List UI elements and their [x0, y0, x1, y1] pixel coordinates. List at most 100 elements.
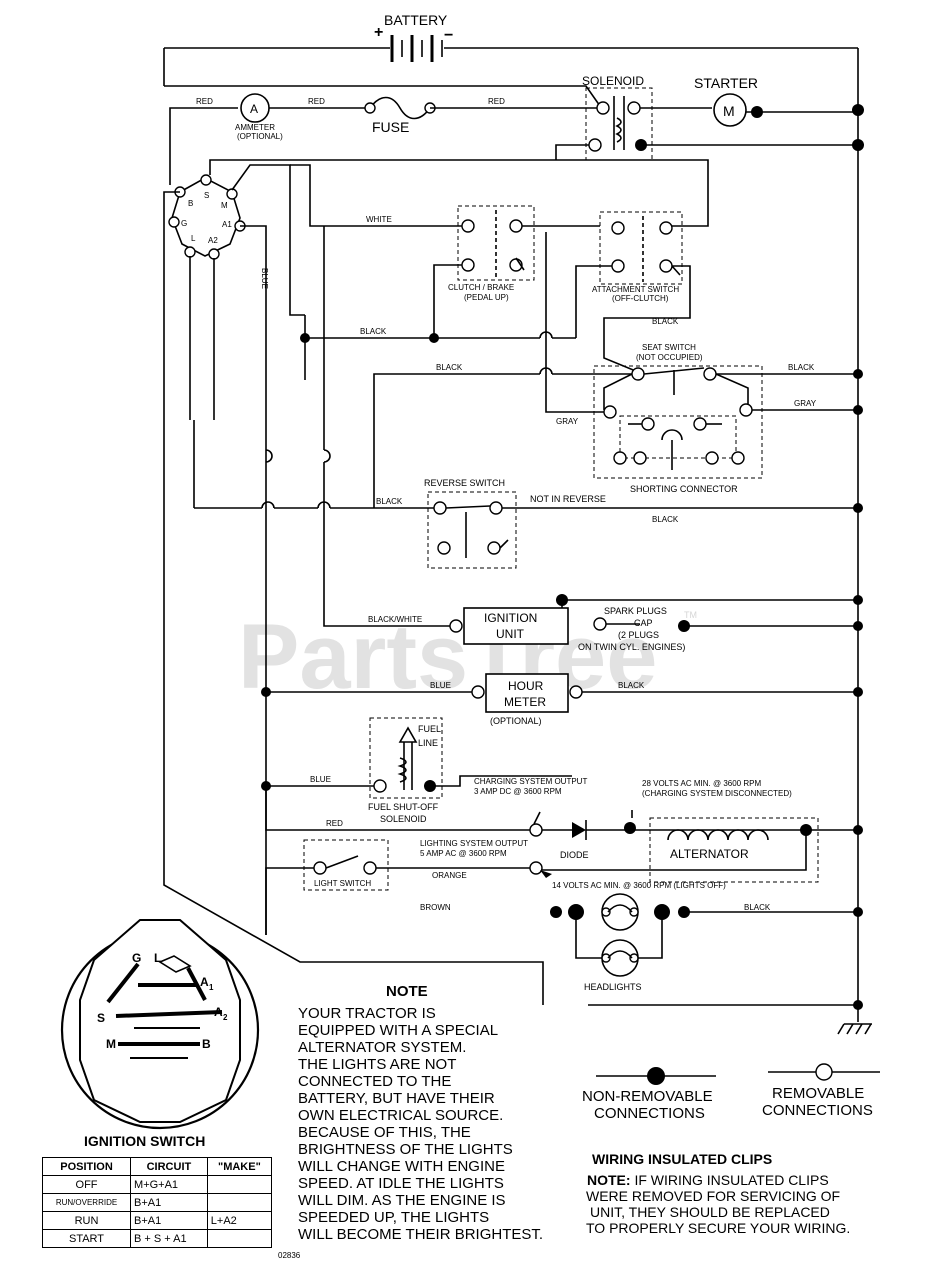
reverse-switch: [427, 491, 517, 569]
note-line: WILL CHANGE WITH ENGINE: [298, 1158, 505, 1175]
watermark: PartsTree: [238, 606, 657, 708]
legend: [596, 1063, 880, 1085]
starter-motor-icon: [713, 93, 747, 127]
ac-14-label: 14 VOLTS AC MIN. @ 3600 RPM (LIGHTS OFF): [552, 881, 726, 890]
clips-line-2: WERE REMOVED FOR SERVICING OF: [586, 1188, 840, 1204]
battery-minus-icon: −: [444, 27, 453, 44]
ammeter-optional: (OPTIONAL): [237, 132, 283, 141]
table-cell: B+A1: [130, 1211, 208, 1230]
ignition-unit-label-1: IGNITION: [484, 611, 537, 625]
ignition-unit-label-2: UNIT: [496, 627, 525, 641]
wire-label-blue-3: BLUE: [310, 775, 331, 784]
note-line: THE LIGHTS ARE NOT: [298, 1056, 456, 1073]
fuel-line-label-1: FUEL: [418, 724, 441, 734]
ignition-switch-title: IGNITION SWITCH: [84, 1133, 205, 1149]
table-cell: L+A2: [206, 1211, 273, 1230]
table-cell: [206, 1229, 273, 1248]
ground-symbol: [837, 1023, 872, 1035]
headlights-label: HEADLIGHTS: [584, 982, 642, 992]
drawing-number: 02836: [278, 1251, 301, 1260]
terminal-a2: A2: [208, 236, 218, 245]
seat-switch-label: SEAT SWITCH: [642, 343, 696, 352]
clutch-brake-switch: [457, 205, 535, 281]
fuel-shutoff-solenoid: [369, 717, 443, 799]
lighting-output-label-2: 5 AMP AC @ 3600 RPM: [420, 849, 507, 858]
wire-label-gray-2: GRAY: [794, 399, 817, 408]
clutch-brake-label: CLUTCH / BRAKE: [448, 283, 514, 292]
terminal-m: M: [221, 201, 228, 210]
spark-two-label: (2 PLUGS: [618, 630, 659, 640]
table-cell: START: [41, 1229, 132, 1248]
legend-removable-1: REMOVABLE: [772, 1085, 864, 1102]
table-header: CIRCUIT: [130, 1157, 208, 1176]
wire-label-orange: ORANGE: [432, 871, 467, 880]
ac-28-label-1: 28 VOLTS AC MIN. @ 3600 RPM: [642, 779, 761, 788]
wire-label-black-7: BLACK: [744, 903, 771, 912]
ignition-switch-terminals: B S M G A1 L A2: [168, 174, 246, 260]
hour-optional: (OPTIONAL): [490, 716, 542, 726]
battery-label: BATTERY: [384, 12, 448, 28]
table-cell: B + S + A1: [130, 1229, 208, 1248]
ign-face-b: B: [202, 1037, 211, 1051]
hour-meter-label-1: HOUR: [508, 679, 544, 693]
note-line: EQUIPPED WITH A SPECIAL: [298, 1022, 498, 1039]
table-header: "MAKE": [206, 1157, 273, 1176]
table-cell: RUN: [41, 1211, 132, 1230]
table-cell: B+A1: [130, 1193, 208, 1212]
solenoid-coil-icon: [615, 117, 622, 143]
wire-label-gray-1: GRAY: [556, 417, 579, 426]
ign-face-g: G: [132, 951, 141, 965]
fuel-shutoff-label-1: FUEL SHUT-OFF: [368, 802, 439, 812]
ignition-switch-face: [60, 919, 260, 1130]
seat-switch: [593, 365, 763, 479]
wire-label-black-white: BLACK/WHITE: [368, 615, 422, 624]
lighting-output-label-1: LIGHTING SYSTEM OUTPUT: [420, 839, 528, 848]
diode-label: DIODE: [560, 850, 589, 860]
table-cell: [206, 1175, 273, 1194]
starter-label: STARTER: [694, 75, 758, 91]
wire-label-black-3: BLACK: [788, 363, 815, 372]
starter-motor-letter: M: [723, 103, 735, 119]
battery-plus-icon: +: [374, 24, 383, 41]
table-cell: [206, 1193, 273, 1212]
spark-cap-label: CAP: [634, 618, 653, 628]
solenoid-label: SOLENOID: [582, 74, 644, 88]
shorting-connector-label: SHORTING CONNECTOR: [630, 484, 738, 494]
table-cell: M+G+A1: [130, 1175, 208, 1194]
wire-label-red-1: RED: [196, 97, 213, 106]
clutch-brake-state: (PEDAL UP): [464, 293, 509, 302]
terminal-l: L: [191, 234, 196, 243]
wire-label-black-5: BLACK: [652, 515, 679, 524]
fuel-line-label-2: LINE: [418, 738, 438, 748]
charging-output-label-2: 3 AMP DC @ 3600 RPM: [474, 787, 562, 796]
table-cell: OFF: [41, 1175, 132, 1194]
wire-label-blue-2: BLUE: [430, 681, 451, 690]
wire-label-black-att: BLACK: [652, 317, 679, 326]
note-line: BRIGHTNESS OF THE LIGHTS: [298, 1141, 513, 1158]
note-line: BATTERY, BUT HAVE THEIR: [298, 1090, 495, 1107]
shorting-connector: [619, 415, 737, 459]
note-line: CONNECTED TO THE: [298, 1073, 451, 1090]
seat-switch-state: (NOT OCCUPIED): [636, 353, 703, 362]
wire-label-red-3: RED: [488, 97, 505, 106]
hour-meter: [485, 673, 569, 713]
alternator-coil-icon: [667, 829, 769, 841]
hour-meter-label-2: METER: [504, 695, 546, 709]
ign-face-m: M: [106, 1037, 116, 1051]
wire-label-black-1: BLACK: [360, 327, 387, 336]
not-in-reverse: NOT IN REVERSE: [530, 494, 606, 504]
wire-label-red-4: RED: [326, 819, 343, 828]
ignition-unit: [463, 607, 569, 645]
note-line: WILL DIM. AS THE ENGINE IS: [298, 1192, 506, 1209]
alternator: [649, 817, 819, 883]
spark-twin-label: ON TWIN CYL. ENGINES): [578, 642, 685, 652]
clips-line-4: TO PROPERLY SECURE YOUR WIRING.: [586, 1220, 850, 1236]
note-line: WILL BECOME THEIR BRIGHTEST.: [298, 1226, 543, 1243]
spark-plugs-label: SPARK PLUGS: [604, 606, 667, 616]
note-line: BECAUSE OF THIS, THE: [298, 1124, 471, 1141]
alternator-label: ALTERNATOR: [670, 847, 749, 861]
